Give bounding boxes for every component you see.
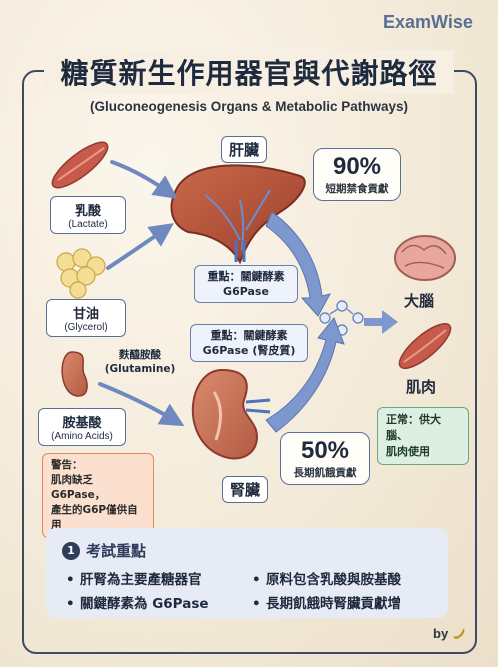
liver-output-arrow [265,211,331,317]
glutamine-zh: 麩醯胺酸 [119,349,161,361]
liver-icon [170,164,306,265]
amino-en: (Amino Acids) [51,431,113,442]
liver-enzyme-line1: 重點：關鍵酵素 [207,270,285,283]
glycerol-en: (Glycerol) [64,322,108,333]
warning-box: 警告： 肌肉缺乏G6Pase， 產生的G6P僅供自用 [42,453,154,538]
exam-point-2: •原料包含乳酸與胺基酸 [252,572,401,588]
exam-point-3-text: 關鍵酵素為 G6Pase [80,596,209,612]
kidney-contribution-value: 50% [300,437,350,464]
warning-line3: 產生的G6P僅供自用 [51,504,138,531]
brain-icon [394,235,456,281]
liver-contribution-desc: 短期禁食貢獻 [325,183,389,195]
exam-point-4-text: 長期飢餓時腎臟貢獻增 [266,596,401,612]
target-muscle-icon [398,323,452,369]
normal-note-box: 正常：供大腦、 肌肉使用 [377,407,469,465]
byline-text: by [433,626,449,641]
kidney-label: 腎臟 [222,476,269,503]
page-subtitle: (Gluconeogenesis Organs & Metabolic Path… [89,99,409,114]
exam-number-badge: 1 [62,541,80,560]
liver-label: 肝臟 [221,136,268,163]
exam-point-4: •長期飢餓時腎臟貢獻增 [252,596,401,612]
exam-point-1: •肝腎為主要產糖器官 [66,572,202,588]
lactate-en: (Lactate) [68,219,108,230]
glucose-molecule-icon [319,300,364,336]
kidney-output-arrow [265,317,345,433]
liver-enzyme-line2: G6Pase [223,285,269,298]
glycerol-fat-icon [56,248,106,299]
liver-contribution-box: 90% 短期禁食貢獻 [313,148,401,201]
exam-header: 1 考試重點 [62,540,146,561]
liver-contribution-value: 90% [332,153,382,180]
exam-point-2-text: 原料包含乳酸與胺基酸 [266,572,401,588]
amino-zh: 胺基酸 [62,416,102,431]
amino-kidney-icon [61,351,88,397]
exam-point-3: •關鍵酵素為 G6Pase [66,596,209,612]
lactate-muscle-icon [51,141,109,189]
lactate-label: 乳酸 (Lactate) [50,196,126,234]
lactate-zh: 乳酸 [74,204,101,219]
glutamine-label: 麩醯胺酸 (Glutamine) [104,348,176,376]
flow-arrows [98,160,185,427]
kidney-enzyme-box: 重點：關鍵酵素 G6Pase (腎皮質) [190,324,308,362]
page-title: 糖質新生作用器官與代謝路徑 [60,57,438,90]
kidney-enzyme-line2: G6Pase (腎皮質) [202,344,296,357]
warning-line1: 警告： [51,459,83,471]
exam-point-1-text: 肝腎為主要產糖器官 [80,572,202,588]
normal-note-line1: 正常：供大腦、 [386,413,441,442]
kidney-contribution-desc: 長期飢餓貢獻 [293,467,357,479]
banana-icon [452,628,465,639]
glycerol-label: 甘油 (Glycerol) [46,299,126,337]
glycerol-zh: 甘油 [72,307,99,322]
exam-points-panel [46,528,448,618]
title-bar: 糖質新生作用器官與代謝路徑 [44,50,454,94]
liver-enzyme-box: 重點：關鍵酵素 G6Pase [194,265,298,303]
normal-note-line2: 肌肉使用 [386,445,430,458]
warning-line2: 肌肉缺乏G6Pase， [51,474,106,501]
brain-label: 大腦 [404,292,435,310]
exam-title: 考試重點 [86,542,147,560]
kidney-contribution-box: 50% 長期飢餓貢獻 [280,432,370,485]
byline: by [433,626,466,641]
kidney-enzyme-line1: 重點：關鍵酵素 [210,329,288,342]
kidney-icon [191,368,271,460]
brand-logo: ExamWise [383,12,473,32]
muscle-label: 肌肉 [406,378,437,396]
glutamine-en: (Glutamine) [104,363,176,375]
glucose-output-arrow [364,310,398,334]
amino-acids-label: 胺基酸 (Amino Acids) [38,408,126,446]
